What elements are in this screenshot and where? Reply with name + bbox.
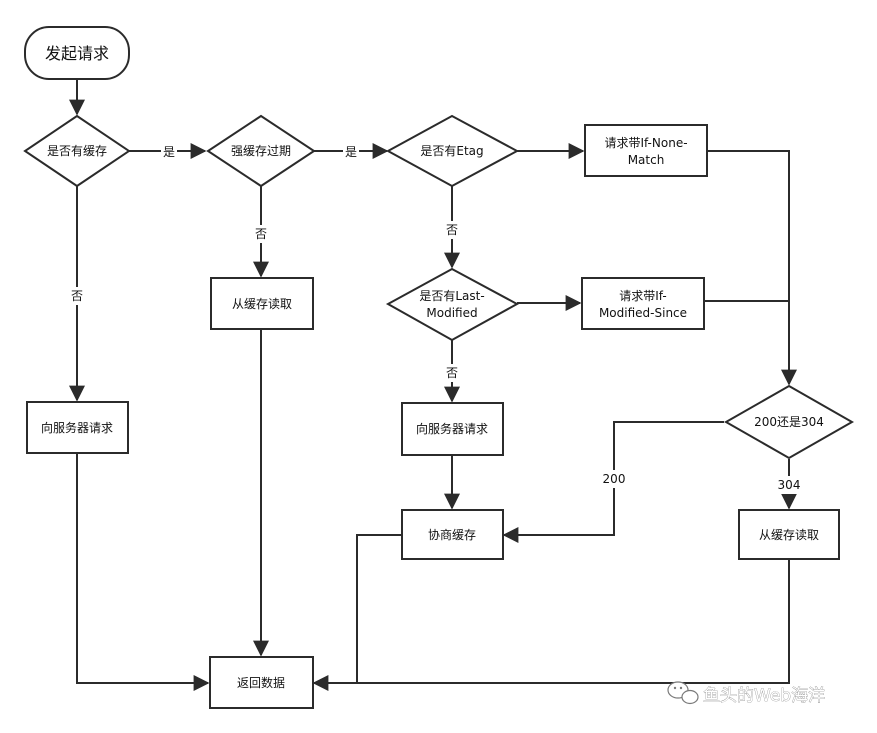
- decision-has-last-modified-line2: Modified: [426, 306, 477, 320]
- decision-has-etag: 是否有Etag: [385, 114, 520, 188]
- process-read-cache-1: 从缓存读取: [210, 277, 314, 330]
- edge-server-request-to-return: [76, 453, 210, 691]
- process-server-request-1: 向服务器请求: [26, 401, 129, 454]
- edge-label-no-3: 否: [444, 221, 460, 239]
- decision-has-cache: 是否有缓存: [23, 114, 131, 188]
- edge-label-no-4: 否: [444, 364, 460, 382]
- edge-label-yes-1: 是: [161, 143, 177, 159]
- decision-status-code: 200还是304: [723, 384, 855, 460]
- edge-read-cache-2-to-return: [312, 559, 790, 691]
- process-server-request-1-label: 向服务器请求: [41, 420, 113, 435]
- process-server-request-2: 向服务器请求: [401, 402, 504, 456]
- process-read-cache-2-label: 从缓存读取: [759, 528, 819, 542]
- svg-text:否: 否: [446, 366, 458, 380]
- edge-label-no-1: 否: [69, 287, 85, 305]
- edge-if-none-match-to-decision: [707, 150, 797, 386]
- watermark: 鱼头的Web海洋: [667, 681, 825, 706]
- process-return-data-label: 返回数据: [237, 675, 285, 690]
- svg-text:否: 否: [446, 223, 458, 237]
- process-return-data: 返回数据: [209, 656, 314, 709]
- process-if-modified-since-line2: Modified-Since: [599, 306, 687, 320]
- svg-text:200: 200: [603, 472, 626, 486]
- edge-label-yes-2: 是: [343, 143, 359, 159]
- process-negotiate-cache: 协商缓存: [401, 509, 504, 560]
- decision-status-code-label: 200还是304: [754, 415, 824, 429]
- svg-text:是: 是: [345, 145, 357, 159]
- process-if-none-match-line1: 请求带If-None-: [604, 136, 687, 150]
- process-if-modified-since-line1: 请求带If-: [619, 289, 666, 303]
- process-if-none-match-line2: Match: [628, 153, 665, 167]
- svg-text:否: 否: [71, 289, 83, 303]
- wechat-icon: [667, 681, 699, 705]
- decision-has-cache-label: 是否有缓存: [47, 144, 107, 158]
- svg-text:否: 否: [255, 227, 267, 241]
- process-read-cache-1-label: 从缓存读取: [232, 297, 292, 311]
- edge-label-304: 304: [776, 476, 802, 494]
- process-if-modified-since: 请求带If- Modified-Since: [581, 277, 705, 330]
- decision-strong-expired-label: 强缓存过期: [231, 144, 291, 158]
- process-read-cache-2: 从缓存读取: [738, 509, 840, 560]
- decision-has-last-modified: 是否有Last- Modified: [385, 267, 520, 342]
- svg-text:是: 是: [163, 145, 175, 159]
- edge-label-200: 200: [601, 470, 627, 488]
- process-if-none-match: 请求带If-None- Match: [584, 124, 708, 177]
- svg-text:304: 304: [778, 478, 801, 492]
- edge-negotiate-to-return: [356, 534, 402, 683]
- decision-has-etag-label: 是否有Etag: [420, 144, 483, 158]
- process-negotiate-cache-label: 协商缓存: [428, 527, 476, 542]
- watermark-text: 鱼头的Web海洋: [703, 686, 825, 706]
- start-node: 发起请求: [24, 26, 130, 80]
- edge-label-no-2: 否: [253, 225, 269, 243]
- start-label: 发起请求: [45, 44, 109, 63]
- decision-has-last-modified-line1: 是否有Last-: [419, 289, 484, 303]
- decision-strong-expired: 强缓存过期: [206, 114, 316, 188]
- process-server-request-2-label: 向服务器请求: [416, 421, 488, 436]
